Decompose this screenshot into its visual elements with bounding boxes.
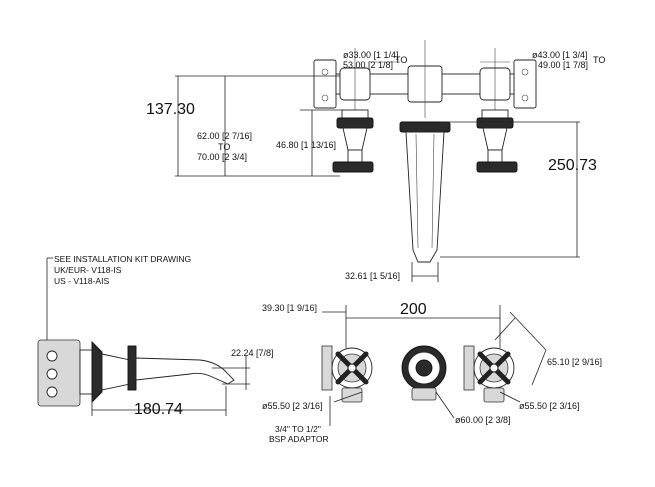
install-note: SEE INSTALLATION KIT DRAWING UK/EUR- V11… — [46, 254, 191, 340]
centers-dimension: 200 — [400, 301, 427, 318]
spout-neck — [101, 353, 131, 391]
rough-in-box — [37, 339, 81, 407]
left-bracket-dia-2: 53.00 [2 1/8] — [343, 60, 393, 70]
install-note-line1: SEE INSTALLATION KIT DRAWING — [54, 254, 191, 264]
right-bracket-dia: ø43.00 [1 3/4] — [532, 50, 588, 60]
spout-width-dimension: 32.61 [1 5/16] — [345, 271, 400, 281]
right-valve-stem — [482, 127, 508, 151]
left-valve-back — [321, 345, 333, 391]
spout-ring — [127, 345, 137, 391]
left-valve-collar — [336, 117, 374, 129]
left-offset-dimension: 39.30 [1 9/16] — [262, 303, 317, 313]
height-total-dimension: 137.30 — [146, 101, 195, 118]
wall-plate — [79, 349, 93, 395]
spout-collar — [399, 121, 451, 133]
left-bracket-dia: ø33.00 [1 1/4] — [343, 50, 399, 60]
adaptor-line2: BSP ADAPTOR — [269, 434, 329, 444]
spout-side — [135, 357, 235, 385]
left-handle-dia: ø55.50 [2 3/16] — [262, 401, 323, 411]
left-handle-hub — [347, 149, 363, 163]
valve-depth-dimension: 46.80 [1 13/16] — [276, 140, 336, 150]
spout-plan — [405, 131, 445, 263]
depth-max-dimension: 70.00 [2 3/4] — [197, 152, 247, 162]
left-to-label: TO — [395, 55, 407, 65]
spout-flange — [91, 340, 103, 404]
side-view: 180.74 22.24 [7/8] — [37, 339, 274, 418]
handle-span-dimension: 65.10 [2 9/16] — [547, 357, 602, 367]
left-valve-stem — [342, 127, 368, 151]
depth-min-dimension: 62.00 [2 7/16] — [197, 131, 252, 141]
right-handle — [476, 161, 518, 173]
left-adaptor — [341, 387, 363, 403]
spout-reach-dimension: 180.74 — [134, 401, 183, 418]
left-handle — [332, 161, 374, 173]
spout-dia: ø60.00 [2 3/8] — [455, 415, 511, 425]
right-handle-dia: ø55.50 [2 3/16] — [519, 401, 580, 411]
left-valve-flange — [341, 109, 369, 119]
front-view: 39.30 [1 9/16] 200 65.10 [2 9/16] ø55.50… — [262, 301, 602, 444]
top-view: ø33.00 [1 1/4] 53.00 [2 1/8] TO ø43.00 [… — [146, 40, 605, 282]
depth-to-label: TO — [218, 142, 230, 152]
install-note-line2: UK/EUR- V118-IS — [54, 265, 122, 275]
install-note-line3: US - V118-AIS — [54, 276, 109, 286]
right-to-label: TO — [593, 55, 605, 65]
adaptor-line1: 3/4" TO 1/2" — [275, 424, 321, 434]
right-valve-flange — [481, 109, 509, 119]
spout-drop-dimension: 250.73 — [548, 157, 597, 174]
right-bracket-dia-2: 49.00 [1 7/8] — [538, 60, 588, 70]
spout-tip-dimension: 22.24 [7/8] — [231, 348, 274, 358]
right-handle-hub — [487, 149, 503, 163]
right-valve-collar — [476, 117, 514, 129]
right-valve-back — [463, 345, 475, 391]
